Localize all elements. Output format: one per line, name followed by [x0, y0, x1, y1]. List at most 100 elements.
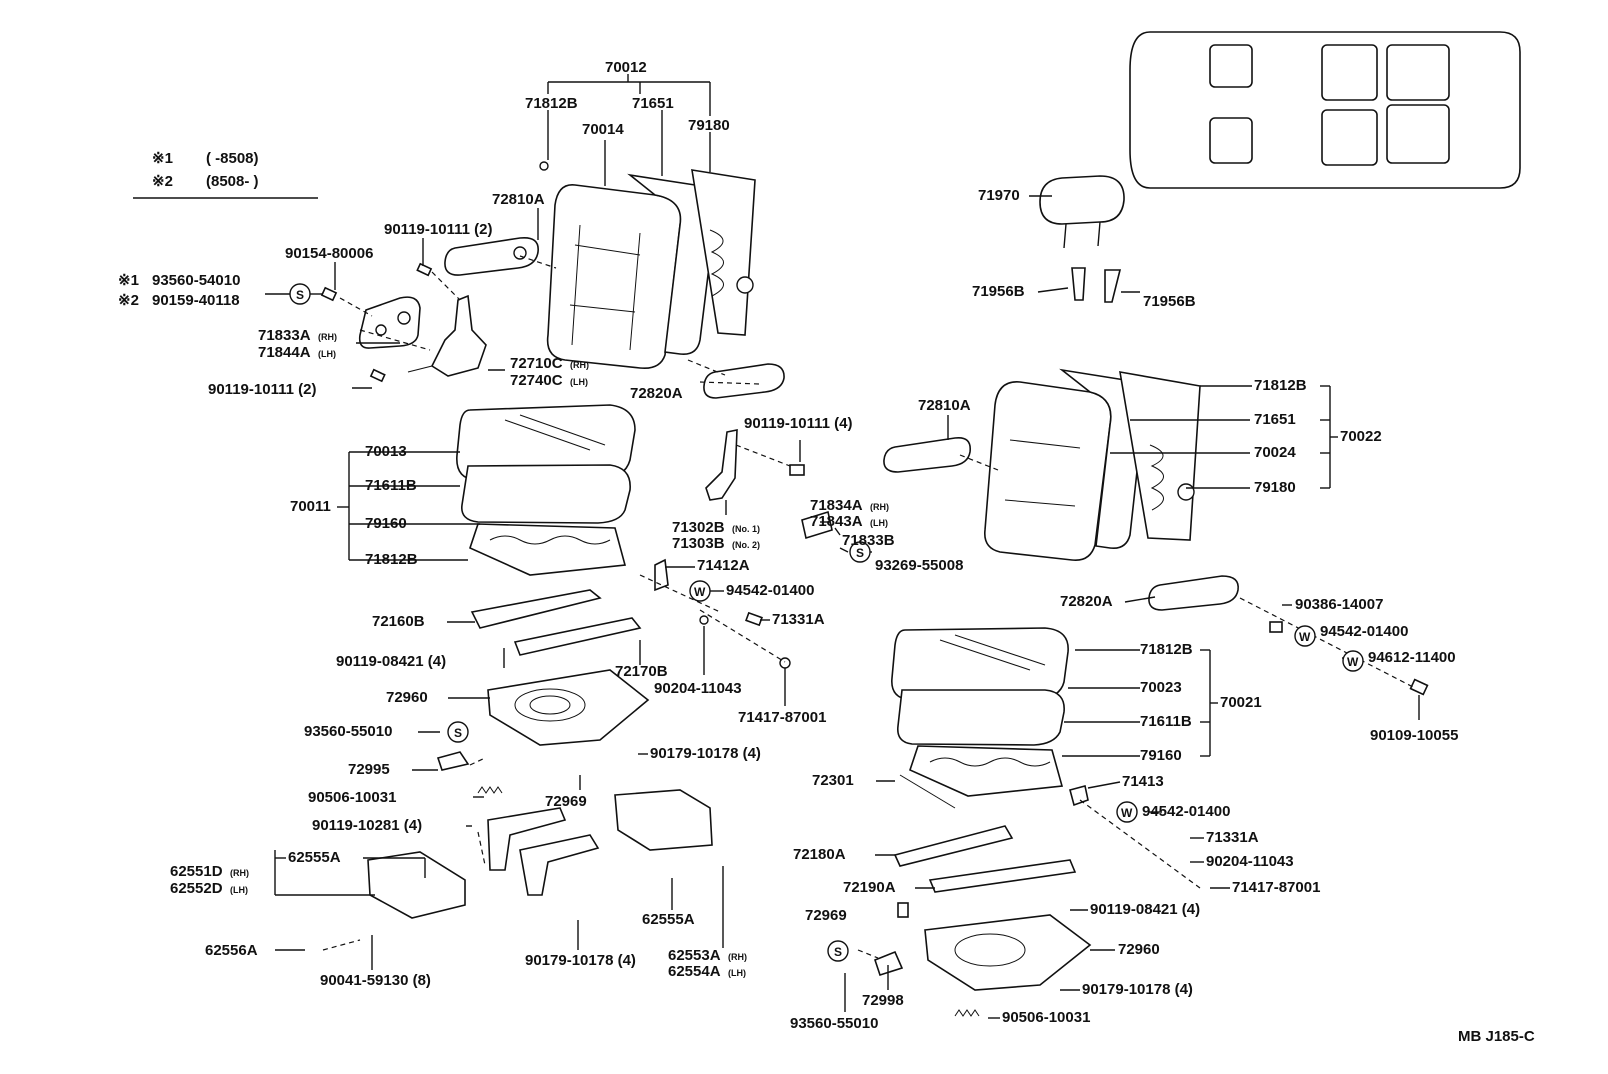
hog-ring-icon: [539, 161, 549, 171]
label-72810A: 72810A: [492, 191, 545, 208]
label-62552D-sub: (LH): [230, 885, 248, 895]
label-62551D-sub: (RH): [230, 868, 249, 878]
label-90506-10031-b: 90506-10031: [1002, 1009, 1090, 1026]
label-79180: 79180: [688, 117, 730, 134]
label-72960-b: 72960: [1118, 941, 1160, 958]
label-71651-b: 71651: [1254, 411, 1296, 428]
armrest-72810A-left: [444, 236, 539, 276]
bolts-left: [320, 161, 549, 383]
cushion-springs: [489, 535, 611, 545]
part-labels: 70012 71812B 71651 79180 70014 72810A 90…: [118, 59, 1535, 1045]
label-62551D: 62551D: [170, 863, 223, 880]
label-71843A-sub: (LH): [870, 518, 888, 528]
right-seatback-assembly: [983, 368, 1201, 562]
hinge-71302B: [705, 429, 738, 501]
label-72301: 72301: [812, 772, 854, 789]
bolt-icon: [745, 611, 763, 627]
s-symbol-icon: [447, 721, 469, 743]
bolt-icon: [789, 464, 805, 476]
label-62555A: 62555A: [288, 849, 341, 866]
label-71651: 71651: [632, 95, 674, 112]
w-symbol-text: W: [1121, 806, 1133, 820]
seatback-seam: [1004, 499, 1076, 507]
note-1-text: ( -8508): [206, 150, 259, 167]
label-94542-01400-b: 94542-01400: [1320, 623, 1408, 640]
inset-seat-4: [1386, 44, 1450, 101]
label-72995: 72995: [348, 761, 390, 778]
label-72969-b: 72969: [805, 907, 847, 924]
cushion-frame-79160: [909, 745, 1064, 797]
cushion-seam: [519, 414, 606, 446]
seat-track-72160B: [470, 589, 602, 629]
s-symbol-icon: [849, 541, 871, 563]
cover-hole: [397, 311, 411, 325]
label-71302B: 71302B: [672, 519, 725, 536]
label-71331A: 71331A: [772, 611, 825, 628]
bolt-icon: [416, 262, 433, 277]
label-72190A: 72190A: [843, 879, 896, 896]
left-seatback-assembly: [546, 169, 756, 370]
label-72820A-b: 72820A: [1060, 593, 1113, 610]
bracket-71834A: [801, 510, 833, 540]
label-62554A: 62554A: [668, 963, 721, 980]
note-2-text: (8508- ): [206, 173, 259, 190]
inset-seat-1: [1209, 44, 1253, 88]
bolt-icon: [1409, 678, 1429, 696]
leg-cover-62553A: [614, 789, 713, 851]
seat-leg-bracket: [519, 834, 600, 896]
seat-track-72190A: [928, 859, 1077, 893]
label-93560-55010-b: 93560-55010: [790, 1015, 878, 1032]
seatback-frame-79180: [691, 169, 756, 336]
s-symbol-text: S: [856, 546, 864, 560]
label-71956B: 71956B: [972, 283, 1025, 300]
label-62554A-sub: (LH): [728, 968, 746, 978]
cushion-springs: [929, 757, 1051, 767]
nut-icon: [1269, 621, 1283, 633]
bolt-icon: [320, 286, 338, 302]
label-71331A-b: 71331A: [1206, 829, 1259, 846]
s-symbol-text: S: [834, 945, 842, 959]
label-71417-87001: 71417-87001: [738, 709, 826, 726]
symbols: S S S S W W W W: [289, 283, 1364, 962]
cover-72995: [436, 751, 470, 771]
w-symbol-icon: [1116, 801, 1138, 823]
label-72740C-sub: (LH): [570, 377, 588, 387]
w-symbol-text: W: [1347, 655, 1359, 669]
seatback-seam: [569, 304, 636, 313]
label-90179-10178-b: 90179-10178 (4): [525, 952, 636, 969]
label-90154-80006: 90154-80006: [285, 245, 373, 262]
label-mark-1: ※1: [118, 272, 139, 289]
seatback-springs: [1149, 444, 1164, 511]
label-71843A: 71843A: [810, 513, 863, 530]
label-90119-08421: 90119-08421 (4): [336, 653, 446, 670]
seatback-seam: [571, 224, 581, 346]
label-90204-11043: 90204-11043: [654, 680, 742, 697]
spring-90506-icon: [954, 1009, 980, 1017]
swivel-ring: [529, 695, 571, 715]
nut-icon: [779, 657, 791, 669]
label-71834A-sub: (RH): [870, 502, 889, 512]
seat-track-72180A: [893, 825, 1014, 867]
label-71413: 71413: [1122, 773, 1164, 790]
diagram-ref-code: MB J185-C: [1458, 1028, 1535, 1045]
label-90159-40118: 90159-40118: [152, 292, 240, 309]
label-62556A: 62556A: [205, 942, 258, 959]
label-71812B-d: 71812B: [1140, 641, 1193, 658]
label-70024: 70024: [1254, 444, 1296, 461]
label-71417-87001-b: 71417-87001: [1232, 879, 1320, 896]
bracket-71413: [1069, 785, 1089, 807]
label-71833A-sub: (RH): [318, 332, 337, 342]
s-symbol-text: S: [454, 726, 462, 740]
w-symbol-icon: [689, 580, 711, 602]
legend: ※1 ( -8508) ※2 (8508- ): [133, 150, 318, 199]
label-72180A: 72180A: [793, 846, 846, 863]
seat-leg-bracket: [487, 807, 567, 871]
s-symbol-icon: [827, 940, 849, 962]
label-71956B-b: 71956B: [1143, 293, 1196, 310]
cushion-seam: [954, 634, 1046, 666]
cushion-pad-71611B: [896, 689, 1065, 746]
label-70021: 70021: [1220, 694, 1262, 711]
left-cushion-assembly: [456, 404, 636, 576]
label-62553A-sub: (RH): [728, 952, 747, 962]
label-70022: 70022: [1340, 428, 1382, 445]
